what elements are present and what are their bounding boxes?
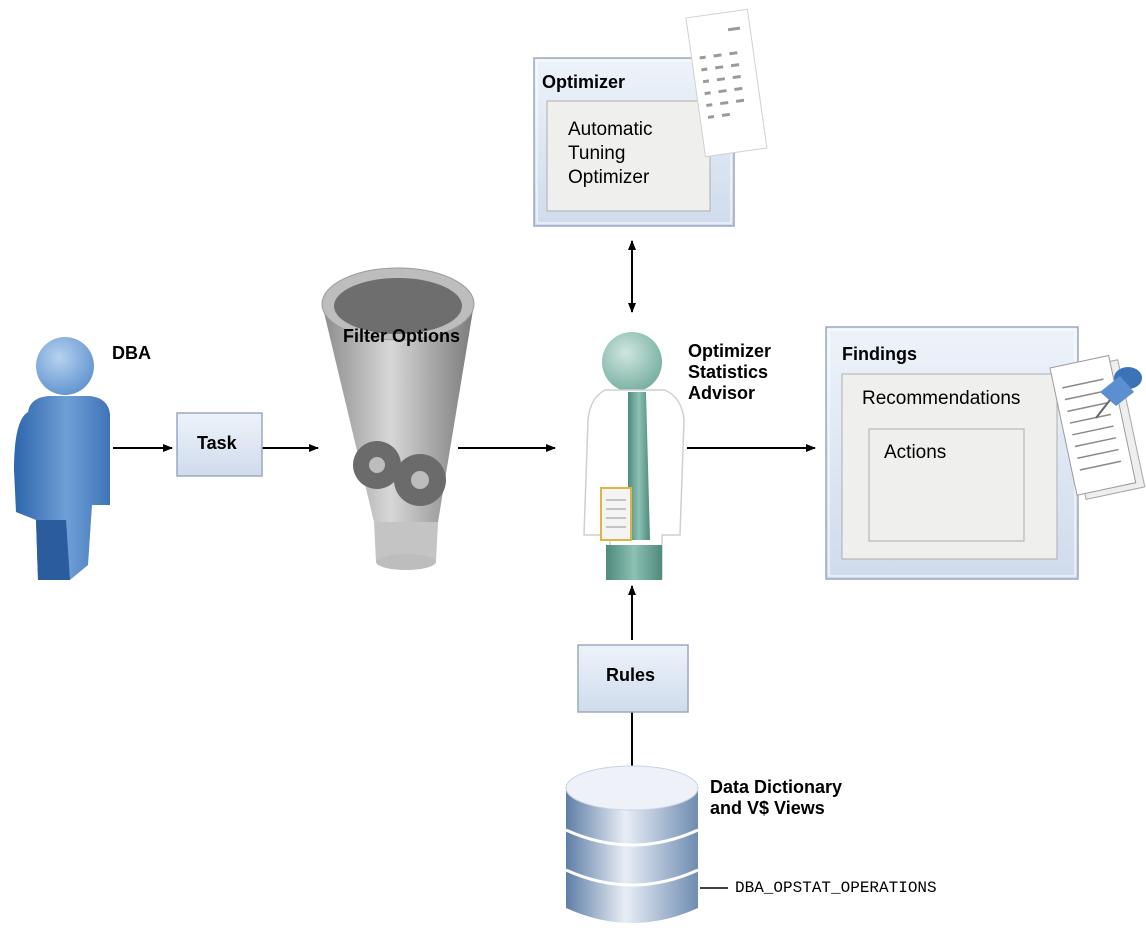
dba-person-icon — [14, 337, 110, 580]
advisor-label: Optimizer Statistics Advisor — [688, 341, 772, 403]
task-label: Task — [197, 433, 237, 453]
dba-opstat-operations-label: DBA_OPSTAT_OPERATIONS — [735, 879, 937, 897]
dba-label: DBA — [112, 343, 151, 363]
advisor-person-icon — [583, 332, 685, 580]
document-pushpin-icon — [1049, 354, 1146, 500]
automatic-tuning-optimizer-label: Automatic Tuning Optimizer — [568, 119, 653, 188]
recommendations-label: Recommendations — [862, 388, 1021, 409]
database-icon — [565, 765, 699, 923]
spreadsheet-icon — [685, 8, 768, 158]
task-box — [176, 412, 263, 477]
actions-label: Actions — [884, 442, 947, 463]
findings-title: Findings — [842, 344, 917, 364]
connectors — [113, 240, 816, 889]
findings-box — [825, 326, 1079, 580]
data-dictionary-label: Data Dictionary and V$ Views — [710, 777, 843, 818]
filter-options-label: Filter Options — [343, 326, 460, 346]
rules-label: Rules — [606, 665, 656, 685]
optimizer-title: Optimizer — [542, 72, 626, 92]
rules-box — [577, 644, 689, 713]
filter-funnel-icon — [321, 267, 475, 570]
